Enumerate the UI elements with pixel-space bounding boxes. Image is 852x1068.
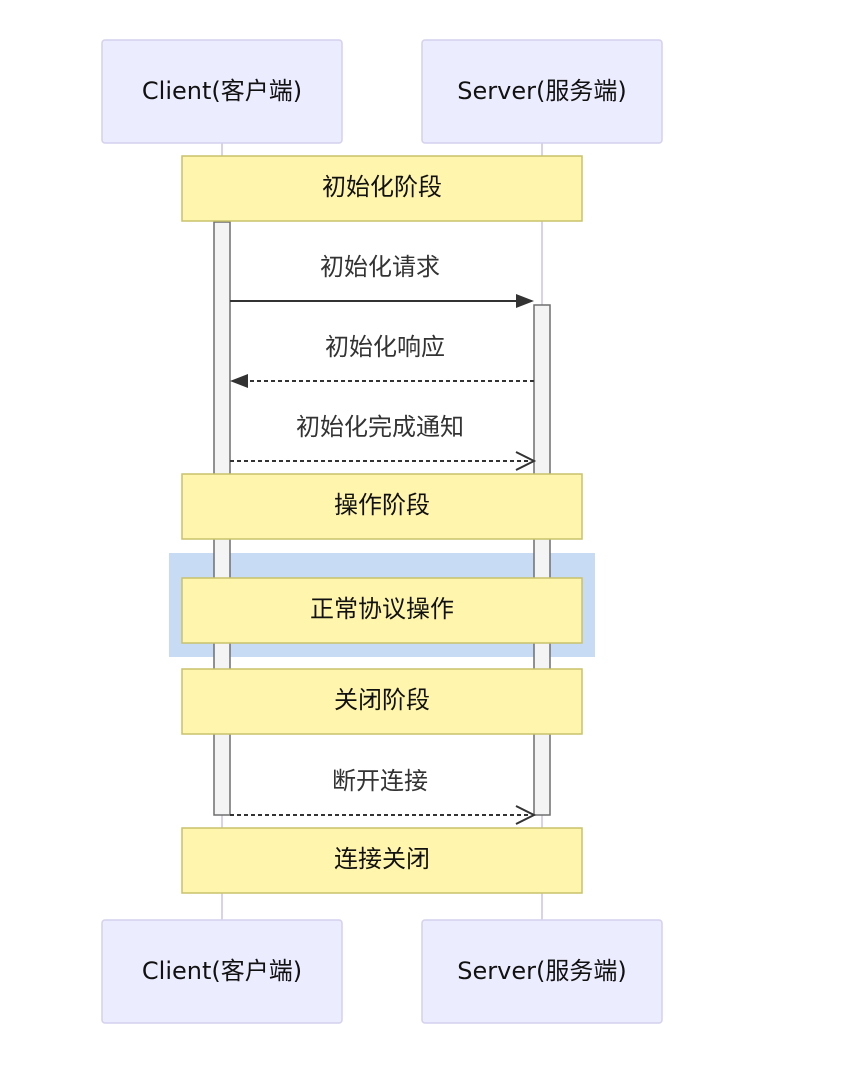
note-conn-closed: 连接关闭 [181,827,583,894]
note-box [181,827,583,894]
note-label: 关闭阶段 [334,686,430,714]
message-label: 初始化完成通知 [296,413,464,441]
arrowhead-solid-icon [230,374,248,388]
message-label: 断开连接 [332,767,428,795]
participant-label: Server(服务端) [457,77,626,105]
message-init-response: 初始化响应 [230,333,534,388]
note-box [181,155,583,222]
participant-client-top: Client(客户端) [101,39,343,144]
arrowhead-solid-icon [516,294,534,308]
participant-label: Server(服务端) [457,957,626,985]
message-label: 初始化响应 [325,333,445,361]
message-init-done-notify: 初始化完成通知 [230,413,537,471]
arrowhead-open-icon [515,451,537,471]
note-normal-ops: 正常协议操作 [181,577,583,644]
participant-label: Client(客户端) [142,957,302,985]
note-box [181,473,583,540]
participant-box [101,39,343,144]
participant-label: Client(客户端) [142,77,302,105]
note-close-phase: 关闭阶段 [181,668,583,735]
note-box [181,668,583,735]
participant-server-top: Server(服务端) [421,39,663,144]
server-activation [533,304,551,816]
note-label: 连接关闭 [334,845,430,873]
note-box [181,577,583,644]
participant-box [421,39,663,144]
note-label: 操作阶段 [334,491,430,519]
message-disconnect: 断开连接 [230,767,537,825]
message-init-request: 初始化请求 [230,253,534,308]
message-label: 初始化请求 [320,253,440,281]
note-label: 正常协议操作 [310,595,454,623]
participant-box [101,919,343,1024]
note-label: 初始化阶段 [322,173,442,201]
note-operation-phase: 操作阶段 [181,473,583,540]
note-init-phase: 初始化阶段 [181,155,583,222]
participant-server-bottom: Server(服务端) [421,919,663,1024]
participant-client-bottom: Client(客户端) [101,919,343,1024]
arrowhead-open-icon [515,805,537,825]
participant-box [421,919,663,1024]
